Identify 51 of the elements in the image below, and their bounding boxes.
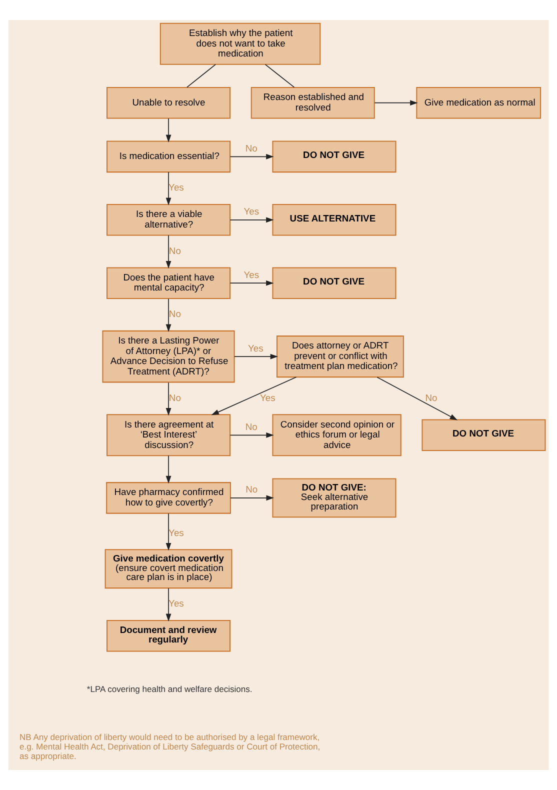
arrow <box>166 118 172 142</box>
node-box: DO NOT GIVE <box>272 267 396 299</box>
arrow <box>230 495 274 501</box>
node-box: Document and review regularly <box>106 620 231 652</box>
node-box: USE ALTERNATIVE <box>272 204 396 236</box>
arrow <box>211 376 297 416</box>
arrow <box>374 100 418 106</box>
arrow <box>230 432 274 438</box>
node-box: Give medication covertly (ensure covert medication care plan is in place) <box>104 549 232 589</box>
arrow <box>230 154 274 160</box>
node-box: Does attorney or ADRT prevent or conflict with treatment plan medication? <box>276 336 404 378</box>
edge-label: Yes <box>248 342 264 354</box>
node-box: Establish why the patient does not want to take medication <box>160 22 321 65</box>
node-box: Is there agreement at ‘Best Interest’ discussion? <box>106 414 231 456</box>
edge-label: Yes <box>244 206 260 217</box>
node-box: Is there a Lasting Power of Attorney (LPA)* or Advance Decision to Refuse Treatment (ADRT)? <box>102 330 235 383</box>
arrow <box>166 234 172 269</box>
node-box: Consider second opinion or ethics forum or legal advice <box>272 414 402 456</box>
edge-label: No <box>245 420 258 432</box>
arrow <box>234 354 278 360</box>
node-box: Is there a viable alternative? <box>106 204 231 236</box>
node-box: DO NOT GIVE: Seek alternative preparation <box>272 478 396 518</box>
node-box: Give medication as normal <box>416 86 542 119</box>
edge-label: No <box>168 244 181 256</box>
arrow <box>166 455 172 484</box>
node-box: Does the patient have mental capacity? <box>106 267 231 299</box>
arrow <box>376 376 458 420</box>
edge-label: No <box>425 392 438 403</box>
arrow <box>166 382 172 416</box>
arrow <box>166 588 172 622</box>
label: NB Any deprivation of liberty would need to be authorised by a legal framework, e.g. Mental Health Act, Deprivation of Liberty Safeguards or Court of Protection, as appropriate. <box>19 732 320 761</box>
arrow <box>166 513 172 551</box>
arrow <box>166 172 172 206</box>
node-box: Have pharmacy confirmed how to give covertly? <box>106 482 231 514</box>
edge-label: Yes <box>244 268 260 280</box>
node-box: DO NOT GIVE <box>272 140 396 173</box>
edge-label: No <box>168 308 181 320</box>
edge-label: No <box>168 392 181 403</box>
arrow <box>230 217 274 223</box>
node-box: Reason established and resolved <box>250 86 375 119</box>
arrow <box>166 298 172 332</box>
label: *LPA covering health and welfare decisions. <box>86 684 252 694</box>
connector <box>186 64 216 88</box>
connector <box>264 64 295 88</box>
node-box: DO NOT GIVE <box>422 419 546 452</box>
node-box: Is medication essential? <box>106 140 231 173</box>
edge-label: No <box>245 142 258 154</box>
edge-label: No <box>246 484 258 495</box>
arrow <box>230 280 274 286</box>
edge-label: Yes <box>260 392 276 403</box>
node-box: Unable to resolve <box>106 86 231 119</box>
